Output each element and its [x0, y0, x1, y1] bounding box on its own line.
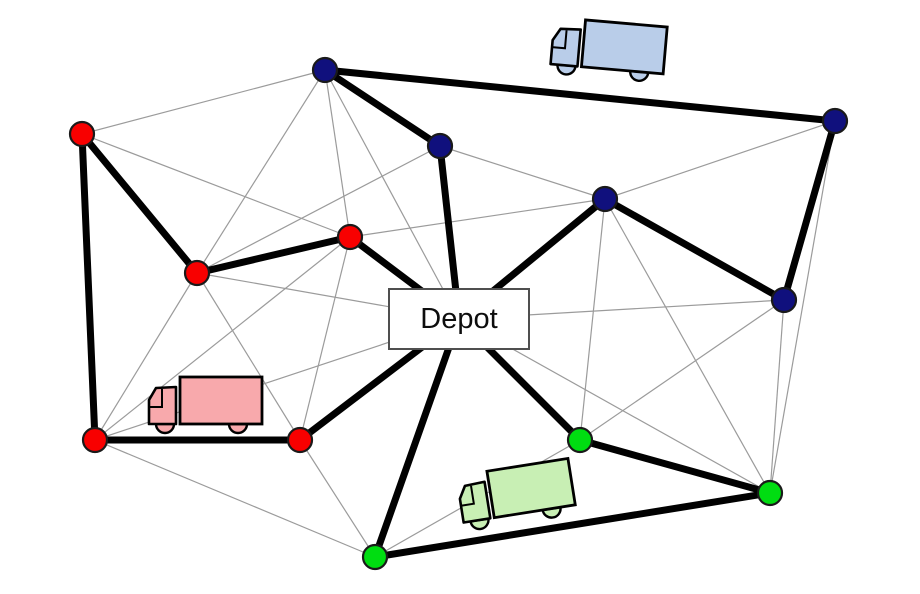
graph-edge-b2-b3 — [439, 145, 606, 200]
graph-edge-b5-g1 — [579, 299, 785, 441]
green-truck-icon — [458, 456, 577, 531]
graph-edge-r3-b3 — [349, 198, 606, 238]
customer-node-b3 — [591, 185, 619, 213]
green-route-leg-3 — [371, 315, 463, 561]
graph-edge-b1-r2 — [196, 69, 326, 274]
blue-truck-icon — [549, 18, 669, 82]
depot-label: Depot — [420, 302, 498, 335]
customer-node-r3 — [336, 223, 364, 251]
red-route-leg-3 — [78, 130, 99, 444]
customer-node-b1 — [311, 56, 339, 84]
green-route-leg-1 — [576, 436, 774, 497]
customer-node-r2 — [183, 259, 211, 287]
customer-node-r5 — [286, 426, 314, 454]
graph-edge-r4-g3 — [94, 439, 376, 558]
red-route-leg-1 — [193, 233, 354, 277]
customer-node-b5 — [770, 286, 798, 314]
blue-route-leg-4 — [601, 195, 788, 304]
customer-node-g2 — [756, 479, 784, 507]
graph-edge-r2-r4 — [94, 272, 198, 441]
customer-node-g3 — [361, 543, 389, 571]
graph-edge-r3-r5 — [299, 236, 351, 441]
blue-route-leg-3 — [780, 117, 839, 304]
green-route-leg-2 — [371, 489, 774, 561]
blue-route-leg-1 — [321, 66, 444, 150]
graph-edge-r1-r3 — [81, 133, 351, 238]
customer-node-b2 — [426, 132, 454, 160]
customer-node-r4 — [81, 426, 109, 454]
graph-edge-b3-g1 — [579, 198, 606, 441]
red-route-leg-2 — [78, 130, 201, 277]
graph-edge-b5-g2 — [769, 299, 785, 494]
customer-node-r1 — [68, 120, 96, 148]
blue-route-leg-2 — [321, 66, 839, 125]
graph-edge-r5-g3 — [299, 439, 376, 558]
graph-edge-r1-b1 — [81, 69, 326, 135]
graph-edge-r2-r5 — [196, 272, 301, 441]
red-truck-icon — [147, 375, 264, 435]
graph-edge-b3-b4 — [604, 120, 836, 200]
depot-node: Depot — [388, 288, 530, 350]
customer-node-g1 — [566, 426, 594, 454]
graph-edge-b3-g2 — [604, 198, 771, 494]
graph-edge-b1-r3 — [324, 69, 351, 238]
graph-edge-r3-r4 — [94, 236, 351, 441]
graph-edge-r2-b2 — [196, 145, 441, 274]
graph-edge-b4-g2 — [769, 120, 836, 494]
graph-edge-b1-depot — [324, 69, 460, 320]
customer-node-b4 — [821, 107, 849, 135]
